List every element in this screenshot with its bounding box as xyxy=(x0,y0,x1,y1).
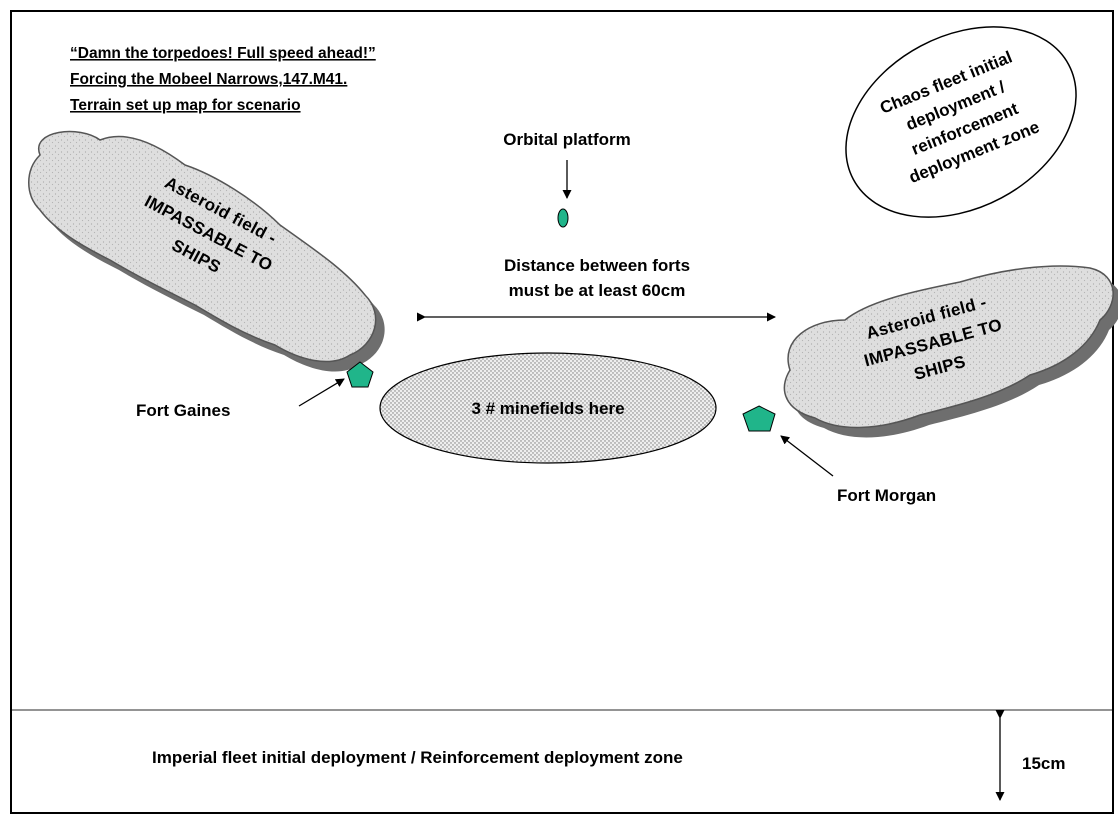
fort-gaines-arrow xyxy=(298,378,345,407)
minefield-zone xyxy=(379,352,717,464)
imperial-zone-label: Imperial fleet initial deployment / Rein… xyxy=(152,748,683,767)
fort-morgan-arrow xyxy=(780,435,834,477)
fort-gaines-label: Fort Gaines xyxy=(136,401,230,420)
title-line-2: Forcing the Mobeel Narrows,147.M41. xyxy=(70,71,347,88)
title-line-1: “Damn the torpedoes! Full speed ahead!” xyxy=(70,45,376,62)
orbital-platform-marker xyxy=(557,208,569,228)
minefield-label: 3 # minefields here xyxy=(471,399,624,418)
orbital-platform-label: Orbital platform xyxy=(503,130,631,149)
asteroid-field-right: Asteroid field - IMPASSABLE TO SHIPS xyxy=(783,265,1118,438)
depth-label: 15cm xyxy=(1022,754,1065,773)
fort-morgan-marker xyxy=(742,405,776,432)
fort-gaines-marker xyxy=(346,361,374,388)
chaos-deployment-zone: Chaos fleet initial deployment / reinfor… xyxy=(845,26,1077,218)
title-line-3: Terrain set up map for scenario xyxy=(70,97,301,114)
distance-note-line-2: must be at least 60cm xyxy=(509,281,686,300)
distance-note-line-1: Distance between forts xyxy=(504,256,690,275)
asteroid-field-left: Asteroid field - IMPASSABLE TO SHIPS xyxy=(28,130,385,372)
fort-morgan-label: Fort Morgan xyxy=(837,486,936,505)
